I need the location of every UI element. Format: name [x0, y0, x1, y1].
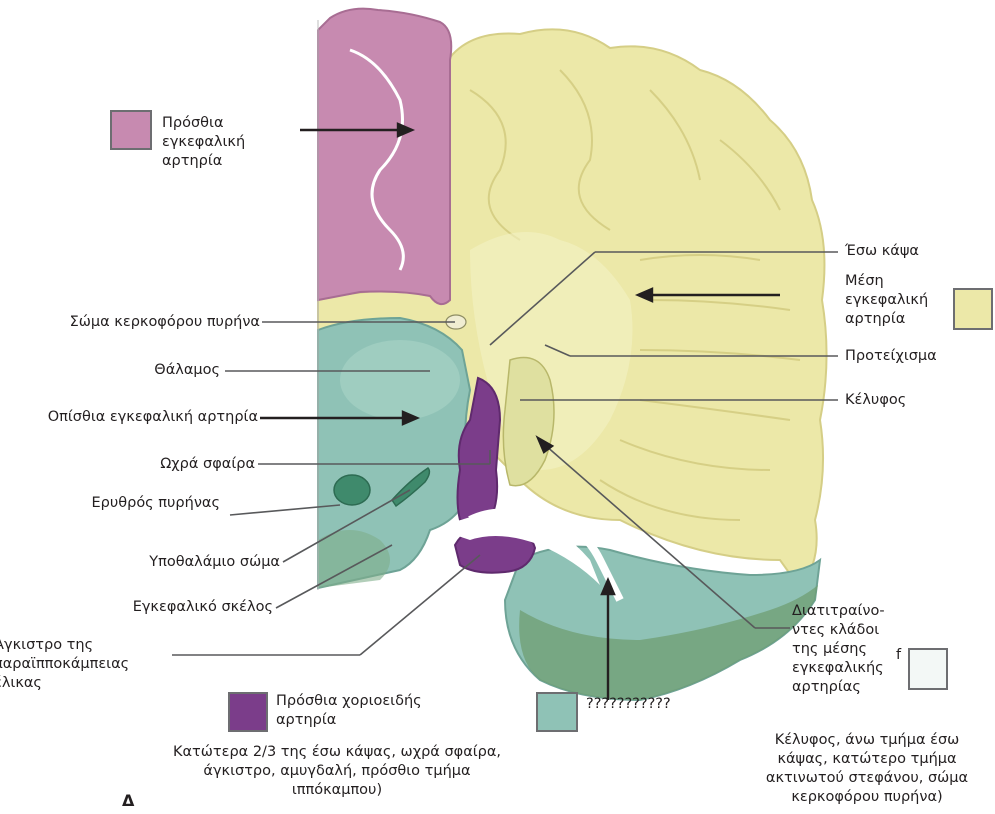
globus-pallidus-label: Ωχρά σφαίρα [160, 455, 255, 474]
posterior-cerebral-swatch [536, 692, 578, 732]
lenticulostriate-swatch [908, 648, 948, 690]
thalamus-label: Θάλαμος [154, 361, 220, 380]
anterior-choroidal-desc: Κατώτερα 2/3 της έσω κάψας, ωχρά σφαίρα,… [172, 743, 502, 800]
anterior-cerebral-swatch [110, 110, 152, 150]
lenticulostriate-desc: Κέλυφος, άνω τμήμα έσω κάψας, κατώτερο τ… [752, 731, 982, 807]
anterior-cerebral-label: Πρόσθια εγκεφαλική αρτηρία [162, 114, 245, 171]
anterior-choroidal-swatch [228, 692, 268, 732]
anterior-cerebral-territory [318, 9, 451, 305]
cerebral-peduncle-label: Εγκεφαλικό σκέλος [133, 598, 273, 617]
uncus-label: Άγκιστρο της παραϊπποκάμπειας έλικας [0, 636, 129, 693]
claustrum-label: Προτείχισμα [845, 347, 937, 366]
panel-letter: Δ [122, 791, 134, 810]
red-nucleus-label: Ερυθρός πυρήνας [91, 494, 220, 513]
lenticulostriate-label: Διατιτραίνο- ντες κλάδοι της μέσης εγκεφ… [792, 602, 885, 697]
red-nucleus-shape [334, 475, 370, 505]
subthalamic-label: Υποθαλάμιο σώμα [149, 553, 280, 572]
unknown-legend-label: ??????????? [586, 695, 671, 714]
posterior-cerebral-label: Οπίσθια εγκεφαλική αρτηρία [48, 408, 258, 427]
internal-capsule-label: Έσω κάψα [845, 242, 919, 261]
middle-cerebral-label: Μέση εγκεφαλική αρτηρία [845, 272, 928, 329]
anterior-choroidal-label: Πρόσθια χοριοειδής αρτηρία [276, 692, 422, 730]
thalamus-region [340, 340, 460, 420]
stray-f-label: f [896, 646, 901, 665]
middle-cerebral-swatch [953, 288, 993, 330]
putamen-label: Κέλυφος [845, 391, 906, 410]
caudate-body-label: Σώμα κερκοφόρου πυρήνα [70, 313, 260, 332]
